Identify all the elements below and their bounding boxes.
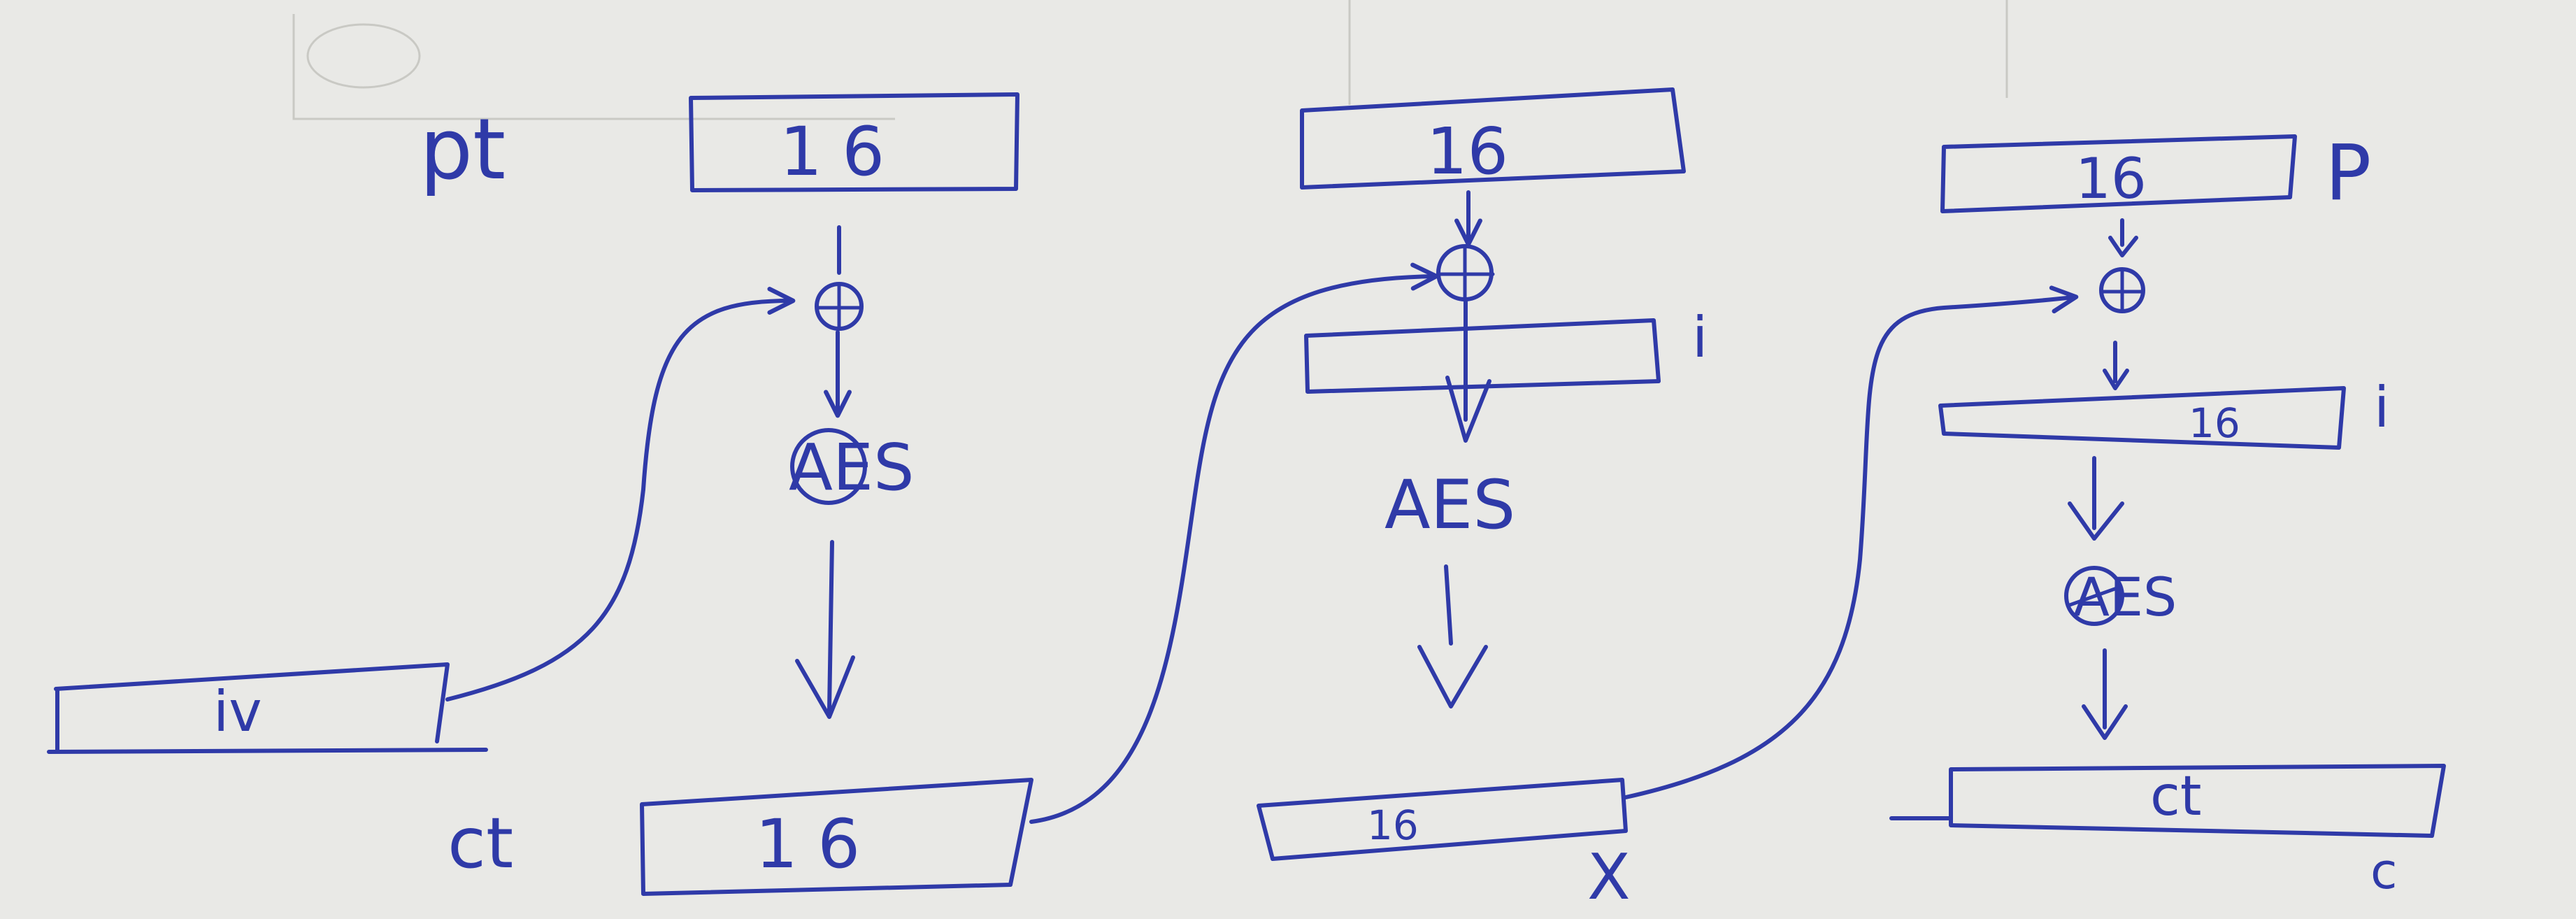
- xor-icon: [1436, 244, 1495, 303]
- arrow-icon: [1445, 376, 1491, 443]
- arrow-icon: [795, 655, 855, 719]
- output-box-2: [1257, 778, 1628, 861]
- block-2: 16 i AES 16 X: [1257, 87, 2079, 914]
- plaintext-box-1: [689, 92, 1019, 192]
- block-1: pt 16 AES iv ct 16: [47, 92, 1439, 896]
- pt-to-xor-arrow-3: [2108, 218, 2138, 257]
- pt-label: pt: [420, 101, 506, 199]
- ct-box-3: [1889, 764, 2446, 838]
- arrow-icon: [1417, 645, 1488, 708]
- output-2-label: 16: [1367, 802, 1419, 849]
- plaintext-1-label: 16: [780, 113, 904, 191]
- iv-box: [47, 662, 488, 754]
- plaintext-3-label: 16: [2075, 146, 2147, 211]
- iv-to-xor-curve: [445, 287, 796, 701]
- aes-to-ct-arrow-3: [2082, 648, 2128, 740]
- i-label-2: i: [1692, 305, 1708, 370]
- middle-3-label: 16: [2189, 399, 2240, 447]
- ct1-to-xor2-curve: [1029, 262, 1439, 824]
- middle-box-3: [1938, 386, 2346, 450]
- aes-label-1: AES: [789, 428, 914, 505]
- svg-text:AES: AES: [789, 430, 914, 505]
- ct-label: ct: [448, 802, 513, 884]
- xor-to-middle-arrow-3: [2103, 341, 2129, 390]
- aes-label-3: AES: [2064, 566, 2177, 628]
- plaintext-2-label: 16: [1426, 114, 1508, 189]
- xor-icon: [815, 282, 864, 331]
- c-label: c: [2370, 843, 2398, 900]
- faint-pencil-marks: [292, 0, 2008, 120]
- svg-text:AES: AES: [2073, 566, 2177, 628]
- aes-to-ct-arrow-1: [827, 540, 834, 712]
- aes-label-2: AES: [1384, 466, 1515, 544]
- i-label-3: i: [2374, 375, 2389, 440]
- ciphertext-1-label: 16: [755, 805, 880, 883]
- aes-to-output-line-2: [1444, 564, 1453, 646]
- xor-icon: [2099, 267, 2145, 313]
- p-label: P: [2325, 128, 2371, 218]
- block-3: 16 P 16 i AES ct c: [1889, 128, 2446, 900]
- ciphertext-box-1: [640, 778, 1033, 896]
- iv-label: iv: [213, 679, 262, 744]
- ct-3-label: ct: [2150, 765, 2201, 828]
- plaintext-box-2: [1300, 87, 1686, 190]
- plaintext-box-3: [1940, 134, 2297, 213]
- x-label: X: [1587, 841, 1631, 914]
- middle-to-aes-arrow-3: [2068, 456, 2124, 541]
- out2-to-xor3-curve: [1624, 285, 2079, 799]
- i-box-2: [1304, 318, 1661, 394]
